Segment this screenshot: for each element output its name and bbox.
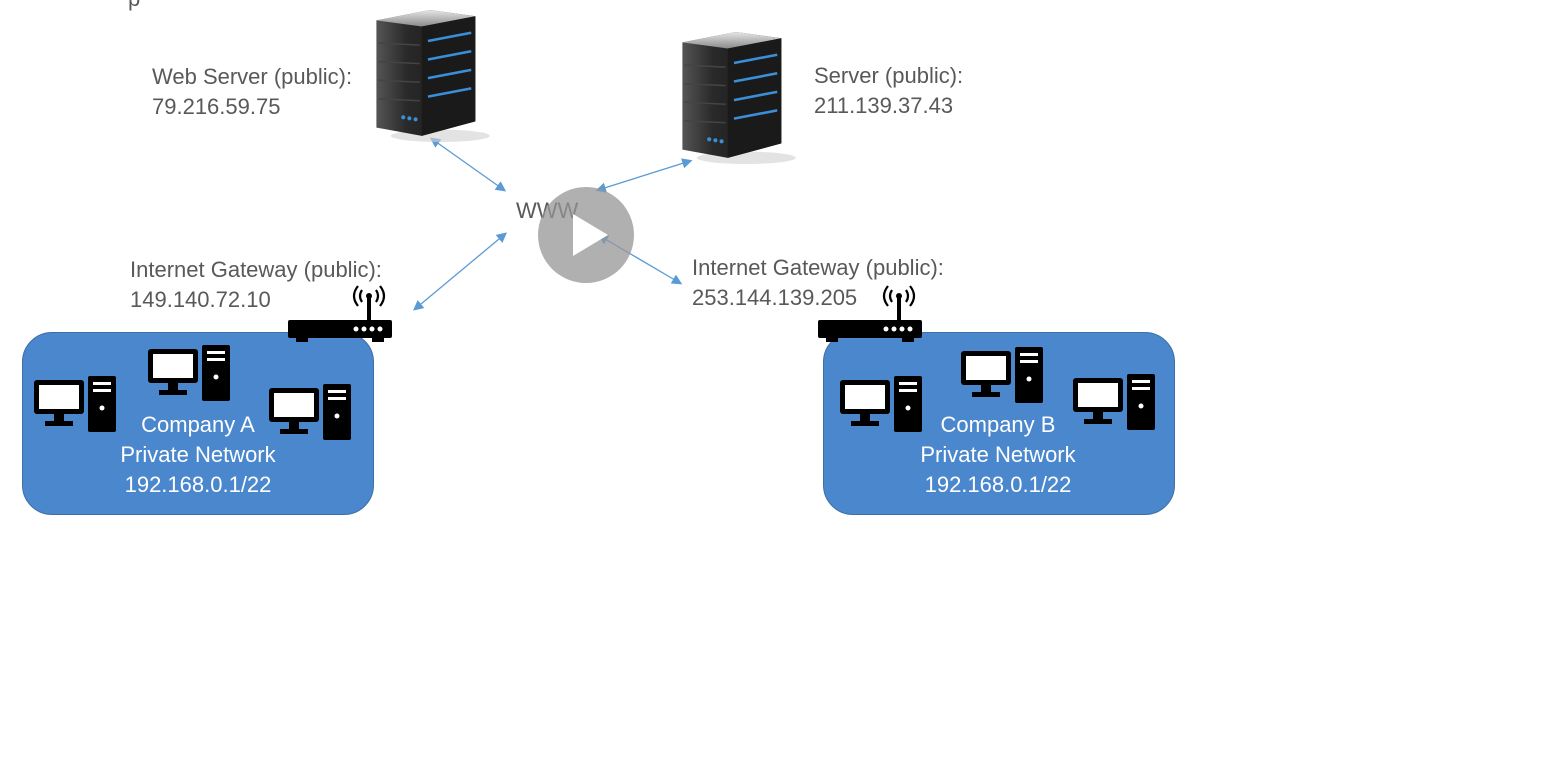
arrow-gatewaya-www xyxy=(413,232,507,311)
router-icon xyxy=(818,280,922,342)
server-icon xyxy=(674,30,798,164)
arrow-webserver-www xyxy=(429,137,507,192)
web-server-title: Web Server (public): xyxy=(152,64,353,89)
server-title: Server (public): xyxy=(814,63,964,88)
company-b-network-text: Company B Private Network 192.168.0.1/22 xyxy=(886,410,1110,500)
play-icon xyxy=(573,214,608,256)
company-a-cidr: 192.168.0.1/22 xyxy=(124,472,272,497)
cut-off-title-text: p xyxy=(128,0,140,12)
gateway-b-ip: 253.144.139.205 xyxy=(692,285,858,310)
company-b-network-type: Private Network xyxy=(920,442,1076,467)
company-b-cidr: 192.168.0.1/22 xyxy=(924,472,1072,497)
web-server-ip: 79.216.59.75 xyxy=(152,94,281,119)
company-a-name: Company A xyxy=(141,412,255,437)
gateway-a-title: Internet Gateway (public): xyxy=(130,257,382,282)
gateway-a-label: Internet Gateway (public): 149.140.72.10 xyxy=(130,255,382,315)
gateway-b-title: Internet Gateway (public): xyxy=(692,255,944,280)
desktop-computer-icon xyxy=(148,345,230,403)
gateway-b-label: Internet Gateway (public): 253.144.139.2… xyxy=(692,253,944,313)
play-button[interactable] xyxy=(538,187,634,283)
company-a-network-type: Private Network xyxy=(120,442,276,467)
server-label: Server (public): 211.139.37.43 xyxy=(814,61,963,121)
company-b-name: Company B xyxy=(940,412,1056,437)
arrow-server-www xyxy=(595,158,693,193)
server-ip: 211.139.37.43 xyxy=(814,93,954,118)
desktop-computer-icon xyxy=(961,347,1043,405)
company-a-network-text: Company A Private Network 192.168.0.1/22 xyxy=(86,410,310,500)
router-icon xyxy=(288,280,392,342)
web-server-icon xyxy=(368,8,492,142)
gateway-a-ip: 149.140.72.10 xyxy=(130,287,271,312)
web-server-label: Web Server (public): 79.216.59.75 xyxy=(152,62,352,122)
